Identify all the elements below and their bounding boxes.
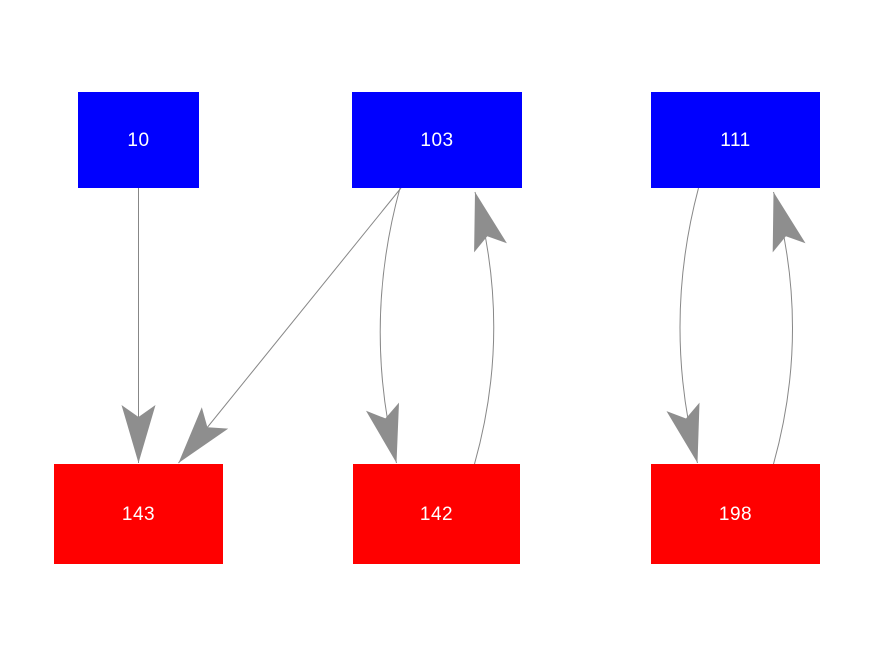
node-198-label: 198 — [718, 503, 753, 525]
arrowhead-198-to-111 — [772, 192, 806, 253]
node-142-label: 142 — [419, 503, 454, 525]
node-198: 198 — [651, 464, 820, 564]
arrowhead-111-to-198 — [666, 402, 700, 463]
node-143: 143 — [54, 464, 223, 564]
node-10: 10 — [78, 92, 199, 188]
node-103: 103 — [352, 92, 522, 188]
arrowhead-10-to-143 — [121, 405, 156, 463]
node-103-label: 103 — [420, 129, 454, 151]
node-10-label: 10 — [127, 129, 150, 151]
edge-103-to-143 — [178, 187, 402, 464]
node-142: 142 — [353, 464, 520, 564]
arrowhead-142-to-103 — [474, 192, 507, 253]
node-143-label: 143 — [121, 503, 156, 525]
arrowhead-103-to-142 — [366, 402, 399, 463]
arrowhead-103-to-143 — [178, 407, 229, 463]
node-111-label: 111 — [720, 129, 751, 151]
node-111: 111 — [651, 92, 820, 188]
